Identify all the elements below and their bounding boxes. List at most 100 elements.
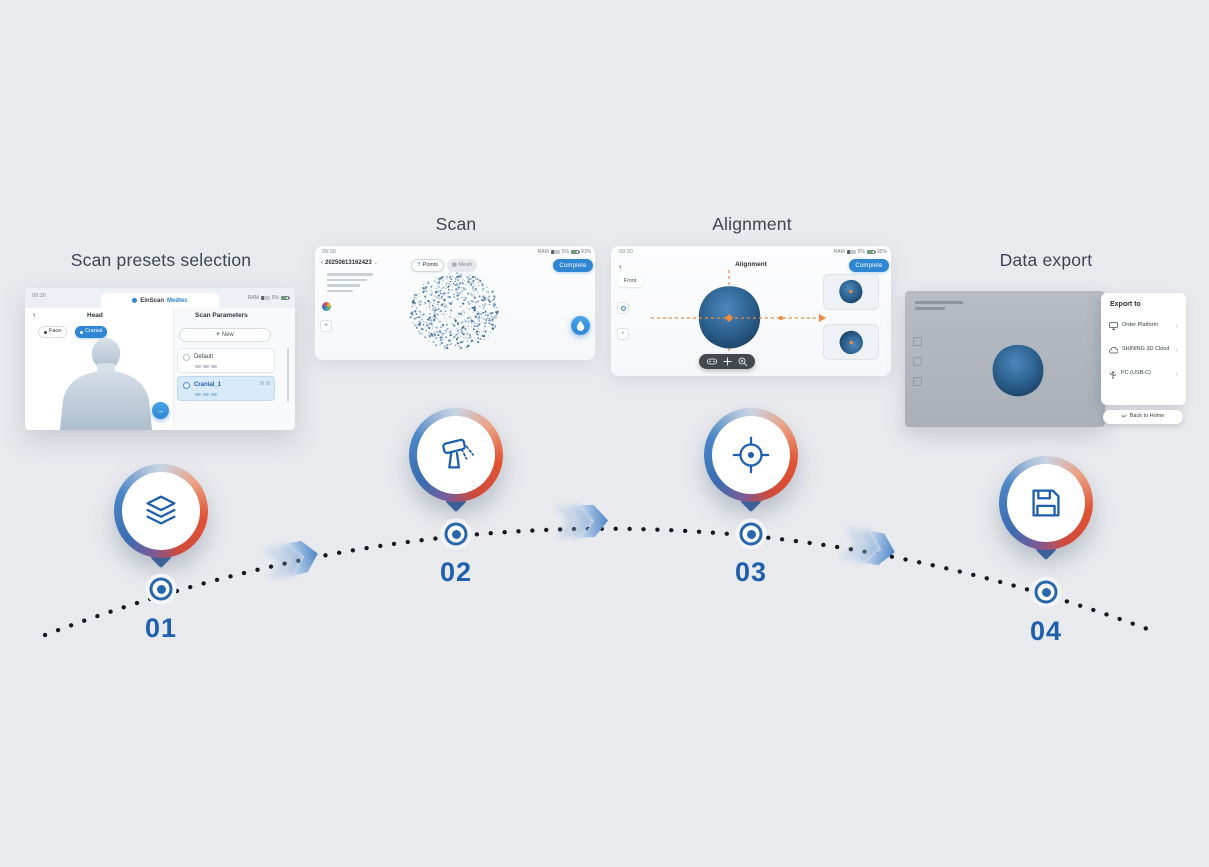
cranial-toggle[interactable]: Cranial [75,326,108,338]
step-marker-04 [1034,580,1058,604]
screenshot-alignment: 09:30 ‹ Alignment Complete RAM 5% 95% Fr… [611,246,891,376]
usb-icon [1110,370,1116,379]
system-status: RAM 5% [248,295,291,301]
save-icon [1032,489,1060,517]
tab-head[interactable]: Head [87,312,103,319]
screenshot-data-export: Export to Order Platform › SHINING 3D Cl… [905,291,1186,429]
dotted-route-line [42,526,1153,638]
battery-icon [281,295,291,301]
new-preset-button[interactable]: + New [179,328,271,342]
dim-tool-icon [913,357,922,366]
head-model [992,344,1044,397]
export-option-pc-usb-c[interactable]: PC (USB-C) › [1106,365,1181,383]
preset-item-default[interactable]: Default [177,348,275,373]
alignment-title: Alignment [735,261,767,268]
layers-icon [146,495,176,525]
return-arrow-icon: ↩ [1121,414,1127,420]
back-icon: ‹ [321,260,323,266]
mesh-toggle[interactable]: ▦ Mesh [446,259,478,272]
plus-icon: + [216,332,220,338]
step-marker-01 [149,577,173,601]
chevron-right-icon: › [1175,346,1178,354]
tool-icon[interactable]: + [617,328,629,340]
cloud-icon [1109,346,1118,353]
step-badge-export [999,456,1093,561]
step-title-alignment: Alignment [712,214,792,234]
ram-bar-icon [846,250,856,254]
alignment-view-thumbnail[interactable] [823,324,879,360]
back-icon[interactable]: ‹ [619,262,622,271]
export-option-shining-3d-cloud[interactable]: SHINING 3D Cloud › [1106,341,1181,359]
step-title-scan: Scan [435,214,477,234]
flow-arrow-icon [837,525,895,566]
alignment-viewport [651,270,826,362]
back-to-home-button[interactable]: ↩ Back to Home [1103,410,1183,424]
step-badge-scan [409,408,503,513]
back-icon[interactable]: ‹ [33,310,36,319]
chevron-right-icon: › [1175,370,1178,378]
scan-info-placeholder [327,273,373,292]
preset-icon [183,354,190,361]
point-cloud-model [409,272,499,350]
screenshot-scan: 09:30 ‹ 20250813162423 ⌄ + ⠿ Points ▦ Me… [315,246,595,360]
points-toggle[interactable]: ⠿ Points [411,259,444,272]
app-brand-tab[interactable]: EinScan Medtec [101,293,219,308]
step-marker-03 [739,522,763,546]
export-option-order-platform[interactable]: Order Platform › [1106,317,1181,335]
project-name-dropdown[interactable]: ‹ 20250813162423 ⌄ [321,259,378,266]
preset-icon [183,382,190,389]
brand-einscan: EinScan [140,297,164,304]
battery-icon [866,249,877,255]
crosshair-icon [732,436,770,474]
step-number-01: 01 [144,613,178,643]
dim-tool-icon [913,337,922,346]
front-view-pill[interactable]: Front [617,276,643,287]
head-model-thumbnail [839,279,863,304]
system-status: RAM 5% 91% [537,249,591,255]
export-panel-title: Export to [1110,301,1141,308]
preset-item-cranial-1[interactable]: Cranial_1 [177,376,275,401]
scanner-icon [442,438,475,469]
screenshot-scan-presets: EinScan Medtec 09:30 RAM 5% ‹ Head Scan … [25,288,295,430]
zoom-icon [738,357,747,366]
chevron-right-icon: › [1175,322,1178,330]
viewport-toolbar[interactable] [699,354,755,369]
tracking-target-icon[interactable]: + [320,320,332,332]
dropdown-icon: ⌄ [373,259,378,266]
tool-icon[interactable] [617,302,629,314]
monitor-icon [1109,322,1118,330]
flow-arrow-icon [260,540,318,581]
clock: 09:30 [619,249,633,255]
brand-medtec: Medtec [167,297,188,304]
clock: 09:30 [322,249,336,255]
alignment-view-thumbnail[interactable] [823,274,879,310]
scrollbar[interactable] [287,348,289,402]
cranial-icon [80,330,83,334]
dim-text-placeholder [915,301,963,310]
step-badge-presets [114,464,208,569]
arrow-right-icon: → [156,406,165,415]
dimmed-viewport [905,291,1105,427]
complete-button[interactable]: Complete [553,259,593,272]
preset-action-icons[interactable] [260,381,270,385]
mesh-icon: ▦ [451,262,457,268]
step-badge-alignment [704,408,798,513]
complete-button[interactable]: Complete [849,259,889,272]
patient-model [59,337,153,430]
color-wheel-icon[interactable] [322,302,331,311]
alignment-center-point [724,313,734,323]
head-model-thumbnail [839,330,863,355]
einscan-logo-icon [132,298,138,303]
fill-tool-button[interactable] [571,316,590,335]
step-title-export: Data export [999,250,1093,270]
axis-arrowhead [819,314,826,322]
ram-bar-icon [260,296,270,300]
step-number-04: 04 [1029,616,1063,646]
step-marker-02 [444,522,468,546]
next-button[interactable]: → [152,402,169,419]
face-toggle[interactable]: Face [38,326,68,338]
preset-meta-placeholder [195,365,217,368]
export-panel: Export to Order Platform › SHINING 3D Cl… [1101,293,1186,405]
